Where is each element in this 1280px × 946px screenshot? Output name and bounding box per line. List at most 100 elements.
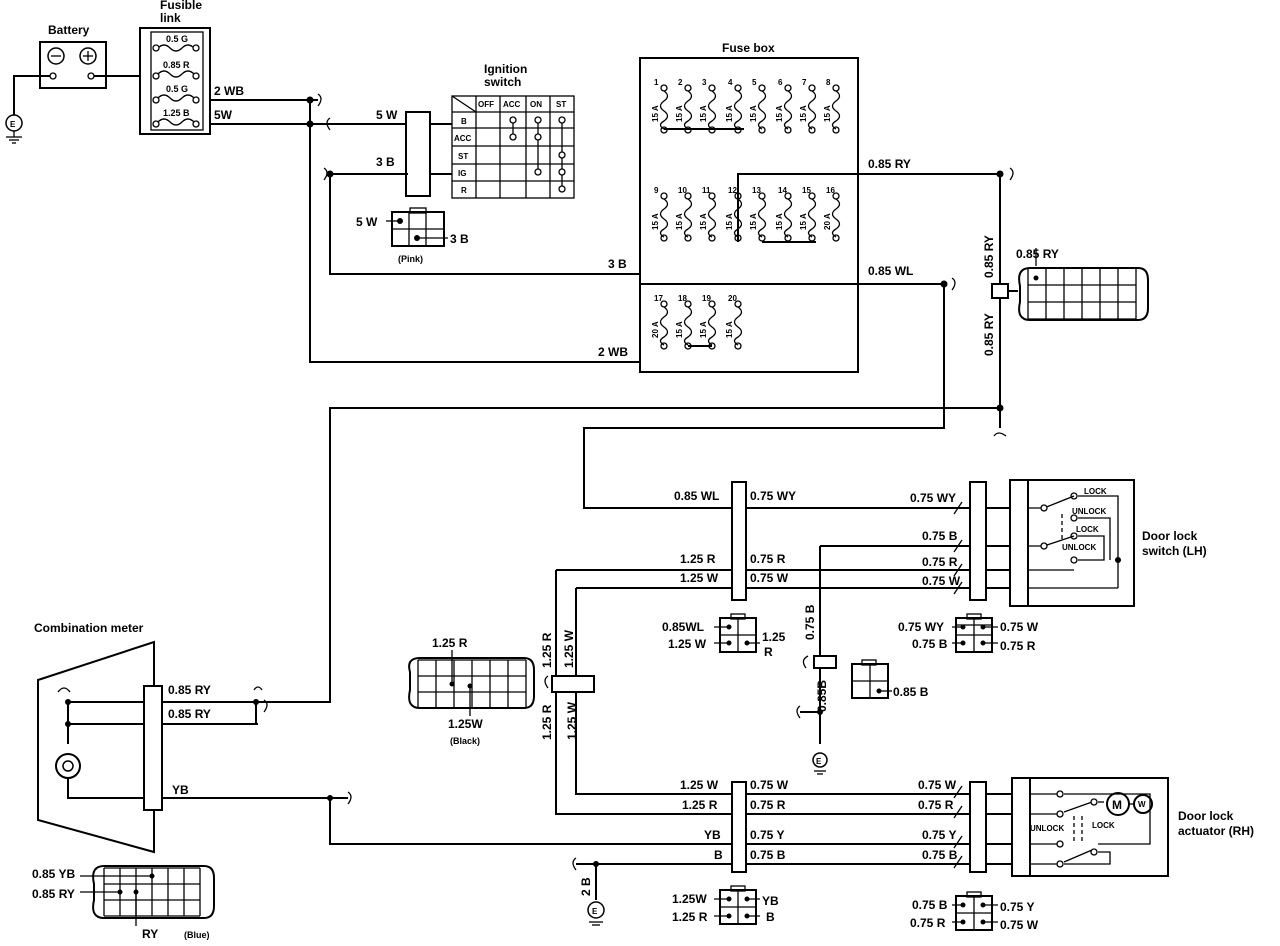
battery-title: Battery: [48, 23, 90, 37]
fuse: 6 15 A: [775, 78, 793, 134]
wire-label: B: [766, 910, 775, 924]
wire-label: 0.75 R: [750, 552, 786, 566]
fusible-link-rating: 0.85 R: [163, 60, 190, 70]
wire-label: 0.75 W: [918, 778, 957, 792]
fuse-number: 4: [728, 78, 733, 87]
wire-label: B: [714, 848, 723, 862]
connector-pink: 5 W 3 B (Pink): [356, 207, 469, 264]
ignition-row-label: R: [461, 186, 467, 195]
wire-label: 0.75 R: [1000, 639, 1036, 653]
fuse-number: 15: [802, 186, 811, 195]
wire-label: 1.25W: [448, 717, 483, 731]
ignition-row-label: IG: [458, 169, 466, 178]
wire-label: 0.85 WL: [868, 264, 913, 278]
connector-top-right: 0.85 RY: [1016, 247, 1149, 321]
fuse-rating: 15 A: [799, 105, 808, 122]
fuse-number: 7: [802, 78, 807, 87]
fuse-number: 2: [678, 78, 683, 87]
fuse-rating: 15 A: [699, 105, 708, 122]
door-lock-switch-title-1: Door lock: [1142, 529, 1198, 543]
ignition-row-label: ST: [458, 152, 468, 161]
fuse-number: 13: [752, 186, 761, 195]
door-lock-switch-lh: LOCK UNLOCK LOCK UNLOCK Door lock switch…: [969, 479, 1207, 607]
fusible-link-title-2: link: [160, 11, 181, 25]
wire-label: 0.75 B: [912, 637, 948, 651]
fuse-number: 17: [654, 294, 663, 303]
fuse-rating: 15 A: [725, 213, 734, 230]
meter-gauge-icon: [55, 753, 81, 779]
wire-label: 0.85WL: [662, 620, 704, 634]
wire-label: 1.25 R: [682, 798, 718, 812]
switch-state-label: LOCK: [1076, 525, 1099, 534]
wire-label: R: [764, 645, 773, 659]
wire-label: 0.75 Y: [750, 828, 784, 842]
wire-label: 1.25 R: [540, 704, 554, 740]
ground-label: E: [10, 120, 16, 129]
fuse-rating: 15 A: [651, 213, 660, 230]
wire-label: 0.75 B: [922, 529, 958, 543]
wire-label: 3 B: [376, 155, 395, 169]
wire-label: 1.25 W: [668, 637, 707, 651]
fuse-rating: 15 A: [775, 213, 784, 230]
motor-label: W: [1138, 800, 1146, 809]
wire-label: 1.25 R: [432, 636, 468, 650]
fuse-number: 6: [778, 78, 783, 87]
connector-black: 1.25 R 1.25W (Black): [408, 636, 535, 746]
door-lock-actuator-rh: M W UNLOCK LOCK Door lock actuator (RH): [969, 777, 1254, 877]
connector-c1: 0.85WL 1.25 W 1.25 R: [662, 613, 786, 659]
wire-label: 0.75 W: [1000, 620, 1039, 634]
battery: Battery: [39, 23, 107, 89]
wire-label: 5W: [214, 108, 233, 122]
switch-state-label: UNLOCK: [1072, 507, 1106, 516]
door-lock-actuator-title-2: actuator (RH): [1178, 824, 1254, 838]
wire-label: 0.85 RY: [982, 235, 996, 278]
wire-label: 5 W: [356, 215, 378, 229]
fusible-link-rating: 1.25 B: [163, 108, 190, 118]
ignition-column-label: ON: [530, 100, 542, 109]
wire-label: 2 WB: [598, 345, 628, 359]
fuse-rating: 15 A: [675, 321, 684, 338]
ignition-column-label: ACC: [503, 100, 521, 109]
fusible-link: Fusible link 0.5 G 0.85 R 0.5 G 1.25 B: [139, 0, 211, 135]
wire-label: 0.75 W: [922, 574, 961, 588]
wire-label: 0.85 RY: [168, 707, 211, 721]
fuse-number: 10: [678, 186, 687, 195]
switch-state-label: LOCK: [1092, 821, 1115, 830]
fuse-rating: 15 A: [651, 105, 660, 122]
wire-label: 0.75 W: [750, 778, 789, 792]
wire-label: 5 W: [376, 108, 398, 122]
fusible-link-title-1: Fusible: [160, 0, 202, 12]
ignition-connector: [405, 111, 431, 197]
wire-label: 1.25 R: [680, 552, 716, 566]
wire-label: 0.85 RY: [1016, 247, 1059, 261]
connector-blue: 0.85 YB 0.85 RY RY (Blue): [32, 865, 215, 941]
wire-label: 0.75 WY: [898, 620, 944, 634]
connector-c5: 0.75 B 0.75 R 0.75 Y 0.75 W: [910, 891, 1039, 932]
combination-meter-title: Combination meter: [34, 621, 144, 635]
fuse-number: 3: [702, 78, 707, 87]
fuse-number: 9: [654, 186, 659, 195]
fuse-rating: 15 A: [699, 321, 708, 338]
wire-label: 0.75 W: [1000, 918, 1039, 932]
wire-label: 0.85 RY: [982, 313, 996, 356]
fuse-number: 20: [728, 294, 737, 303]
ignition-row-label: ACC: [454, 134, 472, 143]
wire-label: 2 WB: [214, 84, 244, 98]
wire-label: 3 B: [608, 257, 627, 271]
fuse-rating: 15 A: [749, 105, 758, 122]
wire-label: 0.75 R: [918, 798, 954, 812]
wire-label: 0.75 WY: [750, 489, 796, 503]
wire-label: 1.25W: [672, 892, 707, 906]
fuse-rating: 15 A: [775, 105, 784, 122]
wire-label: 0.75 R: [922, 555, 958, 569]
fuse-number: 5: [752, 78, 757, 87]
wire-label: 0.75 B: [912, 898, 948, 912]
wire-label: 3 B: [450, 232, 469, 246]
fuse-number: 12: [728, 186, 737, 195]
combination-meter: Combination meter: [34, 621, 163, 854]
wire-label: 1.25 W: [680, 571, 719, 585]
switch-state-label: UNLOCK: [1062, 543, 1096, 552]
